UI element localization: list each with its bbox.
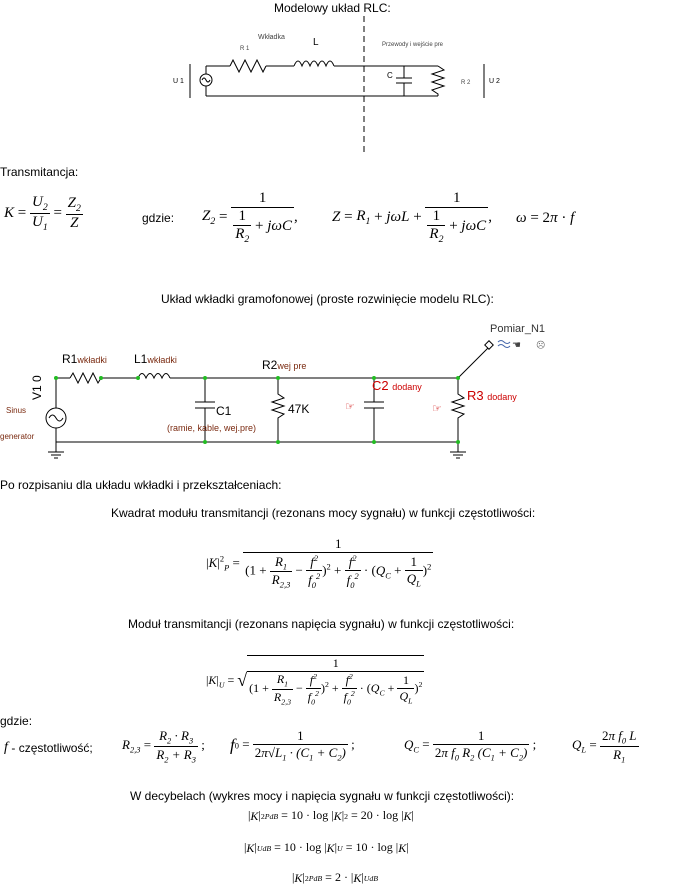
pointer-hand-icon-r3: ☞ [432,403,442,415]
label-r1: R1wkładki [62,352,107,366]
label-r2: R 2 [461,80,471,86]
label-sinus: Sinus [6,406,27,415]
cartridge-schematic: ☞ ☞ ☚ ☹ [45,340,545,459]
transmitancja-heading: Transmitancja: [0,165,79,179]
label-l1: L1wkładki [134,352,177,366]
pointer-hand-icon-c2: ☞ [345,401,355,413]
label-generator: generator [0,432,35,441]
power-title: Kwadrat modułu transmitancji (rezonans m… [111,506,536,520]
formula-omega: ω = 2π · f [516,210,575,227]
formula-db-voltage: |K|UdB = 10 · log |K|U = 10 · log |K| [244,840,409,855]
label-c2: C2 dodany [372,378,422,393]
gdzie-label-2: gdzie: [0,714,33,728]
probe-face-icon: ☹ [536,340,545,350]
model-title: Modelowy układ RLC: [274,1,391,15]
label-u2: U 2 [489,78,500,85]
formula-f: f - częstotliwość; [4,740,93,755]
rlc-model-schematic: Wkładka Przewody i wejście pre R 1 L C R… [173,16,500,152]
label-wkladka: Wkładka [258,34,285,41]
label-c1: C1 [216,404,232,418]
label-r2-value: 47K [288,402,310,416]
label-c: C [387,71,393,80]
section3-intro: Po rozpisaniu dla układu wkładki i przek… [0,478,282,492]
cartridge-title: Układ wkładki gramofonowej (proste rozwi… [161,292,494,306]
label-u1: U 1 [173,78,184,85]
label-pomiar: Pomiar_N1 [490,323,546,335]
label-l: L [313,37,319,48]
label-r2: R2wej pre [262,358,307,372]
voltage-title: Moduł transmitancji (rezonans napięcia s… [128,617,515,631]
label-r1: R 1 [240,46,250,52]
formula-db-relation: |K|2PdB = 2 · |K|UdB [292,870,379,885]
label-przewody: Przewody i wejście pre [382,42,444,48]
db-title: W decybelach (wykres mocy i napięcia syg… [130,789,515,803]
label-c1-note: (ramie, kable, wej.pre) [167,423,257,433]
formula-db-power: |K|2PdB = 10 · log |K|2 = 20 · log |K| [248,808,414,823]
label-r3: R3 dodany [467,388,517,403]
gdzie-label-1: gdzie: [142,211,175,225]
probe-hand-icon: ☚ [512,340,521,351]
label-v10: V1 0 [30,375,44,400]
